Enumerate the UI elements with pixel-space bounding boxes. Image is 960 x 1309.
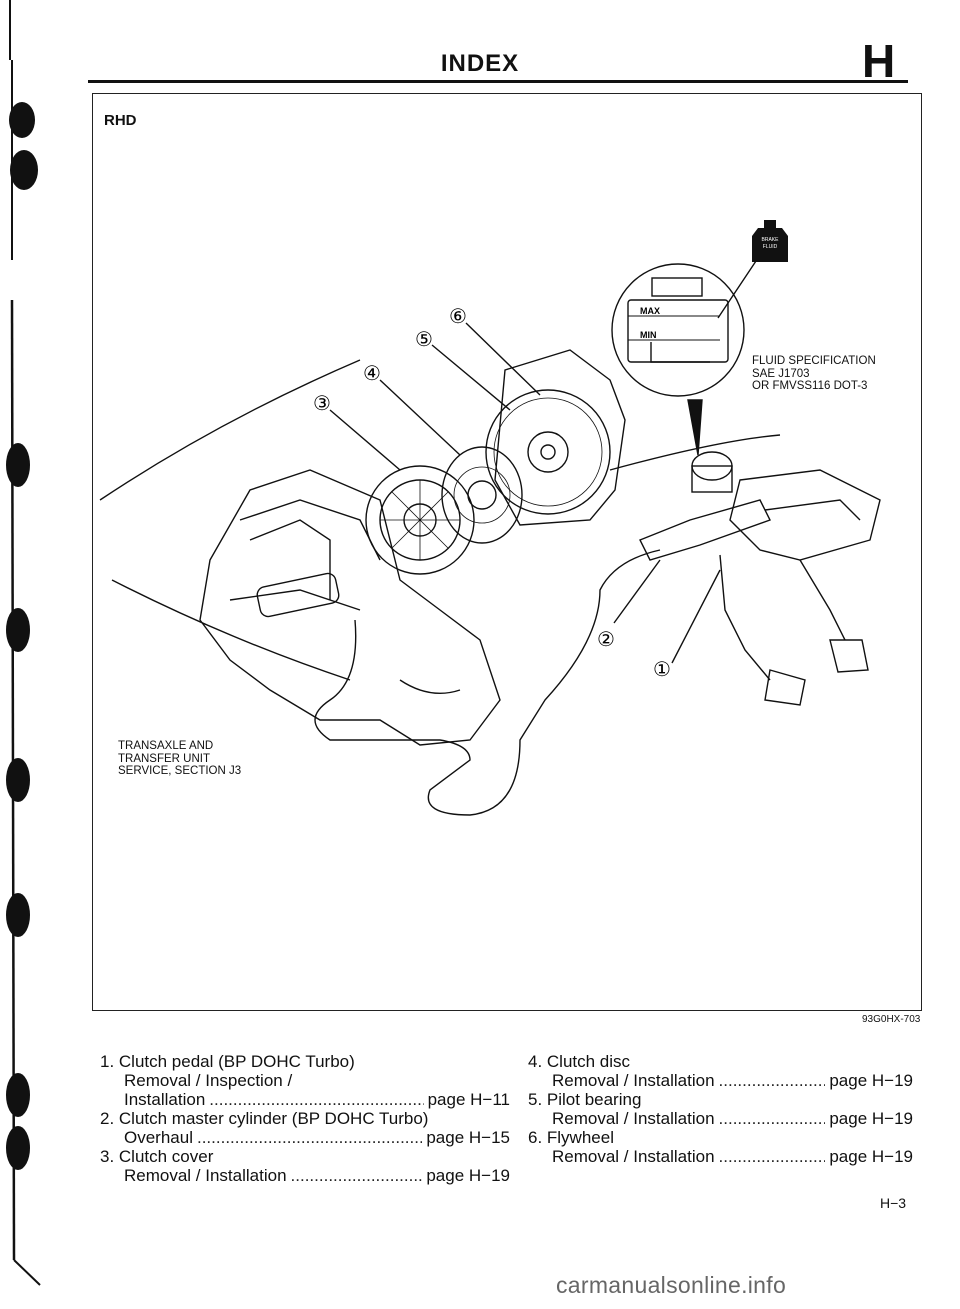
page-reference-link[interactable]: page H−15 xyxy=(426,1128,510,1147)
transaxle-note-line: TRANSAXLE AND xyxy=(118,740,214,752)
section-letter: H xyxy=(862,35,896,87)
index-entry-line[interactable]: Overhaul page H−15 xyxy=(100,1128,510,1147)
hydraulic-line xyxy=(314,549,661,816)
callout-1: ① xyxy=(653,659,671,681)
clutch-disc-4 xyxy=(441,446,523,544)
fluid-note-line: SAE J1703 xyxy=(752,367,810,380)
engine-backplate xyxy=(494,349,626,526)
leader-dots xyxy=(719,1071,826,1090)
index-entry-line[interactable]: Removal / Installation page H−19 xyxy=(528,1147,913,1166)
page-reference-link[interactable]: page H−11 xyxy=(427,1090,510,1109)
index-entry-sub: Removal / Installation xyxy=(552,1071,715,1090)
page-reference-link[interactable]: page H−19 xyxy=(829,1147,913,1166)
index-list-left: 1. Clutch pedal (BP DOHC Turbo) Removal … xyxy=(100,1052,510,1185)
callout-3: ③ xyxy=(313,393,331,415)
index-entry-line[interactable]: Removal / Installation page H−19 xyxy=(528,1071,913,1090)
flywheel-6 xyxy=(485,389,611,515)
index-list-right: 4. Clutch disc Removal / Installation pa… xyxy=(528,1052,913,1166)
page-reference-link[interactable]: page H−19 xyxy=(426,1166,510,1185)
leader-dots xyxy=(291,1166,423,1185)
index-entry-line[interactable]: Installation page H−11 xyxy=(100,1090,510,1109)
pilot-bearing-5 xyxy=(540,444,556,460)
clutch-cover-3 xyxy=(365,465,475,575)
transaxle-reference-note: TRANSAXLE AND TRANSFER UNIT SERVICE, SEC… xyxy=(118,740,241,778)
page-reference-link[interactable]: page H−19 xyxy=(829,1071,913,1090)
header-rule xyxy=(88,80,908,83)
index-entry-line[interactable]: Removal / Installation page H−19 xyxy=(528,1109,913,1128)
can-label-line2: FLUID xyxy=(763,244,778,250)
transaxle-note-line: TRANSFER UNIT xyxy=(118,752,210,765)
fluid-note-line: OR FMVSS116 DOT-3 xyxy=(752,380,868,392)
transaxle-note-line: SERVICE, SECTION J3 xyxy=(118,765,242,777)
clutch-pedal-1 xyxy=(719,554,771,681)
binding-edge-artifact xyxy=(6,0,41,1286)
fluid-note-line: FLUID SPECIFICATION xyxy=(752,355,876,367)
body-outline-lower xyxy=(111,579,351,681)
page-number: H−3 xyxy=(880,1195,907,1211)
callout-4: ④ xyxy=(363,363,381,385)
body-outline-upper xyxy=(99,359,361,501)
index-entry-sub: Removal / Installation xyxy=(124,1166,287,1185)
callout-6: ⑥ xyxy=(449,306,467,328)
can-label-line1: BRAKE xyxy=(762,237,780,243)
index-entry-sub: Installation xyxy=(124,1090,206,1109)
brake-fluid-can-icon xyxy=(752,220,788,262)
callout-5: ⑤ xyxy=(415,329,433,351)
index-entry-sub: Removal / Installation xyxy=(552,1109,715,1128)
page-reference-link[interactable]: page H−19 xyxy=(829,1109,913,1128)
leader-dots xyxy=(719,1109,826,1128)
reservoir-min-label: MIN xyxy=(640,330,657,340)
reservoir-inset xyxy=(611,263,745,397)
index-entry-title: 1. Clutch pedal (BP DOHC Turbo) xyxy=(100,1052,355,1071)
inset-pointer xyxy=(687,399,703,456)
callout-2: ② xyxy=(597,629,615,651)
pedal-bracket xyxy=(729,469,881,561)
index-entry-title: 5. Pilot bearing xyxy=(528,1090,642,1109)
figure-frame xyxy=(92,93,922,1011)
master-cylinder-2 xyxy=(639,499,771,561)
index-entry-title: 6. Flywheel xyxy=(528,1128,614,1147)
index-entry-line[interactable]: Removal / Installation page H−19 xyxy=(100,1166,510,1185)
leader-dots xyxy=(209,1090,423,1109)
index-entry-title: 2. Clutch master cylinder (BP DOHC Turbo… xyxy=(100,1109,429,1128)
index-entry-title: 4. Clutch disc xyxy=(528,1052,631,1071)
reservoir-max-label: MAX xyxy=(640,306,660,316)
watermark-link[interactable]: carmanualsonline.info xyxy=(556,1272,787,1298)
index-entry-title: 3. Clutch cover xyxy=(100,1147,214,1166)
index-entry-sub: Overhaul xyxy=(124,1128,193,1147)
figure-code: 93G0HX-703 xyxy=(862,1014,921,1025)
release-cylinder xyxy=(256,572,340,618)
index-entry-sub: Removal / Inspection / xyxy=(124,1071,293,1090)
body-outline-floor xyxy=(609,434,781,471)
leader-dots xyxy=(719,1147,826,1166)
orientation-label: RHD xyxy=(104,112,137,129)
fluid-specification-note: FLUID SPECIFICATION SAE J1703 OR FMVSS11… xyxy=(752,355,876,393)
leader-dots xyxy=(197,1128,422,1147)
index-entry-sub: Removal / Installation xyxy=(552,1147,715,1166)
page-title: INDEX xyxy=(440,50,520,77)
transaxle-housing xyxy=(199,469,501,746)
